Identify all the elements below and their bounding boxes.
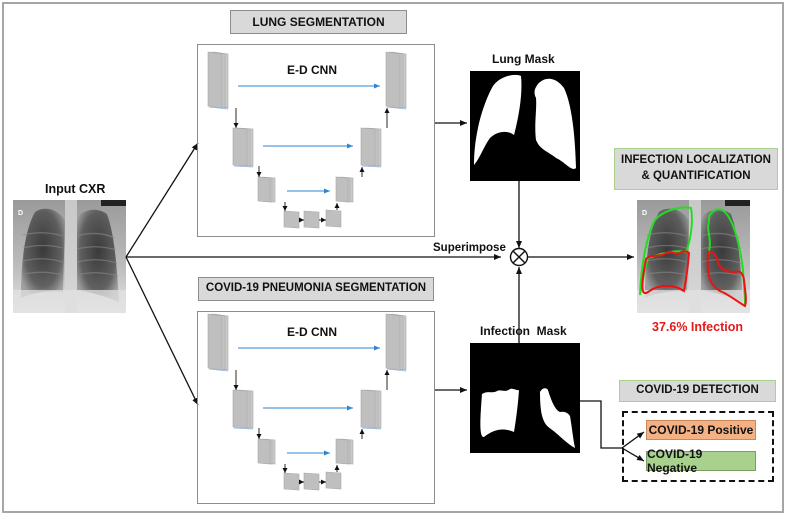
infection-mask-image [470,343,580,453]
localization-title: INFECTION LOCALIZATION & QUANTIFICATION [614,148,778,190]
input-cxr-label: Input CXR [45,182,106,196]
diagram-frame [2,2,784,513]
lung-mask-label: Lung Mask [492,52,555,66]
detection-outcome-group [622,411,774,482]
arrow-input-to-lung-seg [125,142,199,258]
pneumonia-ed-cnn-label: E-D CNN [287,325,337,339]
localization-title-line2: & QUANTIFICATION [641,170,751,182]
infection-mask-label: Infection Mask [480,324,567,338]
pneumonia-segmentation-panel [197,311,435,504]
input-corner-marker: D [18,210,23,217]
input-cxr-image [12,199,127,314]
covid-positive-outcome: COVID-19 Positive [646,420,756,440]
localization-image [636,199,751,314]
lung-ed-cnn-label: E-D CNN [287,63,337,77]
lung-segmentation-title: LUNG SEGMENTATION [230,10,407,34]
connector-infection-to-detection [580,400,622,449]
arrow-to-positive [621,431,645,449]
localization-title-line1: INFECTION LOCALIZATION [621,154,771,167]
pneumonia-segmentation-title: COVID-19 PNEUMONIA SEGMENTATION [198,277,434,301]
detection-title: COVID-19 DETECTION [619,380,776,402]
localization-corner-marker: D [642,210,647,217]
covid-negative-outcome: COVID-19 Negative [646,447,756,475]
arrow-input-to-pneumonia-seg [125,256,199,406]
circled-times-icon [509,247,529,267]
superimpose-label: Superimpose [433,242,506,254]
lung-mask-image [470,71,580,181]
infection-percentage: 37.6% Infection [652,320,743,334]
lung-segmentation-panel [197,44,435,237]
arrow-to-negative [621,447,645,462]
